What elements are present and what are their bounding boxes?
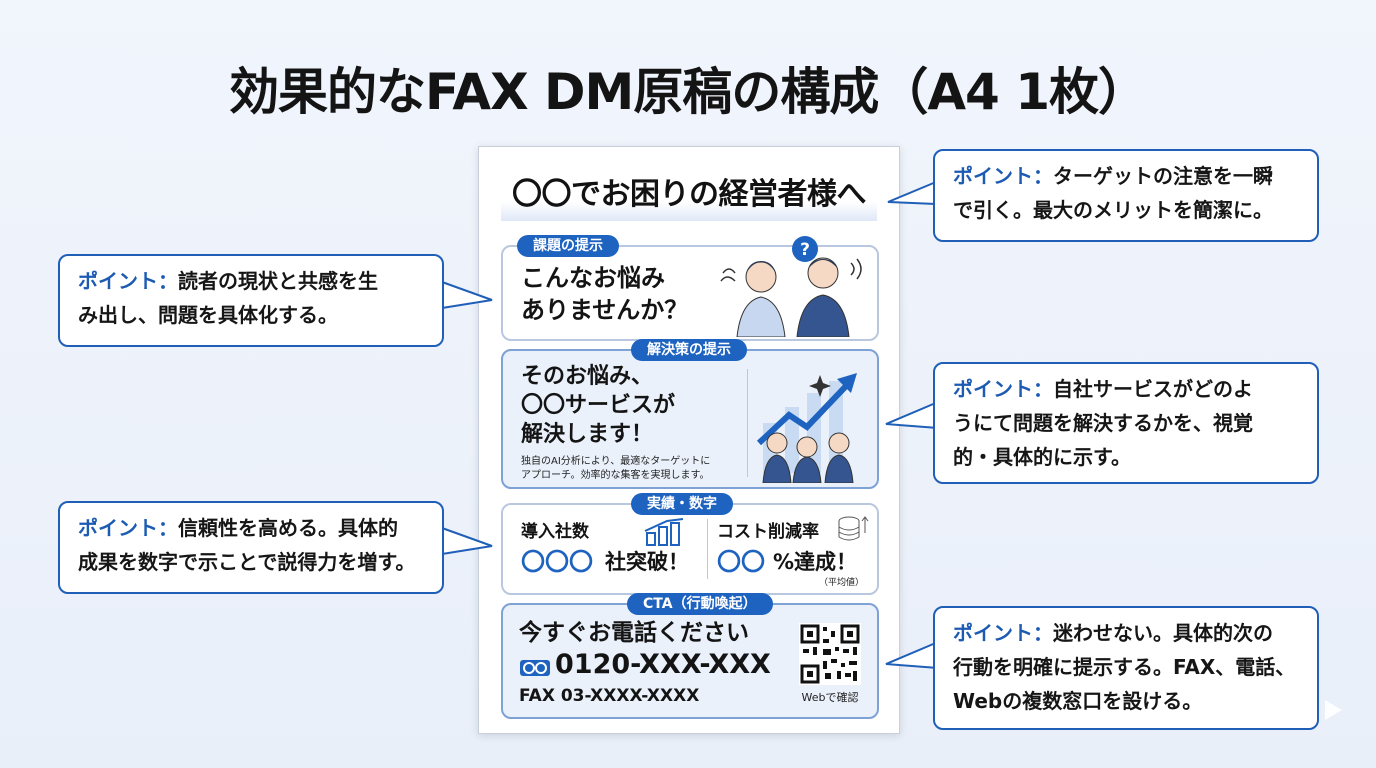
cta-section: CTA（行動喚起） 今すぐお電話ください 0120-XXX-XXX FAX 03… — [501, 593, 879, 719]
callout-cta-pointer — [885, 641, 939, 669]
problem-line2: ありませんか？ — [521, 296, 689, 324]
results-right-value: 〇〇 — [717, 548, 765, 576]
results-right-note: （平均値） — [819, 578, 865, 588]
solution-divider — [747, 369, 748, 477]
solution-section: 解決策の提示 そのお悩み、 〇〇サービスが 解決します！ 独自のAI分析により、… — [501, 339, 879, 489]
callout-solution-key: ポイント： — [953, 377, 1053, 401]
callout-results-pointer — [441, 527, 493, 555]
results-label: 実績・数字 — [631, 493, 733, 515]
callout-solution-text3: 的・具体的に示す。 — [953, 445, 1131, 469]
play-arrow-icon — [1325, 700, 1342, 720]
results-left-suffix: 社突破！ — [605, 550, 689, 574]
callout-problem-text2: み出し、問題を具体化する。 — [78, 303, 338, 327]
cta-label: CTA（行動喚起） — [627, 593, 773, 615]
cta-fax: FAX 03-XXXX-XXXX — [519, 686, 700, 706]
callout-cta-text3: Webの複数窓口を設ける。 — [953, 689, 1203, 713]
solution-desc1: 独自のAI分析により、最適なターゲットに — [521, 456, 711, 467]
callout-solution-pointer — [885, 401, 939, 429]
solution-line3: 解決します！ — [521, 422, 654, 447]
callout-results-key: ポイント： — [78, 516, 178, 540]
problem-section: 課題の提示 こんなお悩み ありませんか？ ? — [501, 235, 879, 341]
solution-label: 解決策の提示 — [631, 339, 747, 361]
solution-desc2: アプローチ。効率的な集客を実現します。 — [521, 470, 710, 481]
callout-headline-text1: ターゲットの注意を一瞬 — [1053, 164, 1273, 188]
qr-caption: Webで確認 — [801, 691, 859, 704]
cta-phone: 0120-XXX-XXX — [555, 649, 771, 680]
coins-icon — [838, 516, 869, 541]
callout-cta-key: ポイント： — [953, 621, 1053, 645]
qr-code-icon — [799, 623, 861, 685]
callout-problem: ポイント：読者の現状と共感を生 み出し、問題を具体化する。 — [58, 254, 444, 347]
callout-headline-pointer — [887, 181, 937, 205]
callout-cta-text2: 行動を明確に提示する。FAX、電話、 — [953, 655, 1296, 679]
callout-results: ポイント：信頼性を高める。具体的 成果を数字で示ことで説得力を増す。 — [58, 501, 444, 594]
callout-problem-text1: 読者の現状と共感を生 — [178, 269, 378, 293]
callout-solution: ポイント：自社サービスがどのよ うにて問題を解決するかを、視覚 的・具体的に示す… — [933, 362, 1319, 484]
callout-solution-text1: 自社サービスがどのよ — [1053, 377, 1253, 401]
solution-line1: そのお悩み、 — [521, 364, 654, 389]
callout-solution-text2: うにて問題を解決するかを、視覚 — [953, 411, 1253, 435]
question-mark: ? — [800, 240, 810, 260]
free-dial-icon — [520, 660, 550, 676]
cta-line1: 今すぐお電話ください — [519, 620, 749, 646]
callout-cta-text1: 迷わせない。具体的次の — [1053, 621, 1273, 645]
solution-line2: 〇〇サービスが — [521, 393, 676, 418]
results-right-title: コスト削減率 — [717, 522, 819, 542]
page-title: 効果的なFAX DM原稿の構成（A4 1枚） — [228, 63, 1148, 121]
results-left-value: 〇〇〇 — [521, 548, 593, 576]
worried-people-icon: ? — [720, 236, 862, 337]
callout-problem-key: ポイント： — [78, 269, 178, 293]
callout-headline-text2: で引く。最大のメリットを簡潔に。 — [953, 198, 1273, 222]
results-section: 実績・数字 導入社数 〇〇〇 社突破！ コスト削減率 〇〇 %達成！ （平均値） — [501, 493, 879, 595]
callout-cta: ポイント：迷わせない。具体的次の 行動を明確に提示する。FAX、電話、 Webの… — [933, 606, 1319, 730]
bar-chart-icon — [644, 518, 684, 546]
results-left-title: 導入社数 — [521, 522, 589, 542]
callout-problem-pointer — [441, 281, 493, 309]
results-right-suffix: %達成！ — [773, 550, 858, 574]
results-divider — [707, 519, 708, 579]
callout-headline: ポイント：ターゲットの注意を一瞬 で引く。最大のメリットを簡潔に。 — [933, 149, 1319, 242]
fax-dm-sheet: 〇〇でお困りの経営者様へ 課題の提示 こんなお悩み ありませんか？ ? 解決策の… — [478, 146, 900, 734]
problem-label: 課題の提示 — [517, 235, 619, 257]
callout-headline-key: ポイント： — [953, 164, 1053, 188]
callout-results-text1: 信頼性を高める。具体的 — [178, 516, 398, 540]
growth-team-icon — [756, 373, 857, 483]
problem-line1: こんなお悩み — [521, 264, 665, 292]
callout-results-text2: 成果を数字で示ことで説得力を増す。 — [78, 550, 416, 574]
sheet-headline: 〇〇でお困りの経営者様へ — [501, 173, 877, 221]
